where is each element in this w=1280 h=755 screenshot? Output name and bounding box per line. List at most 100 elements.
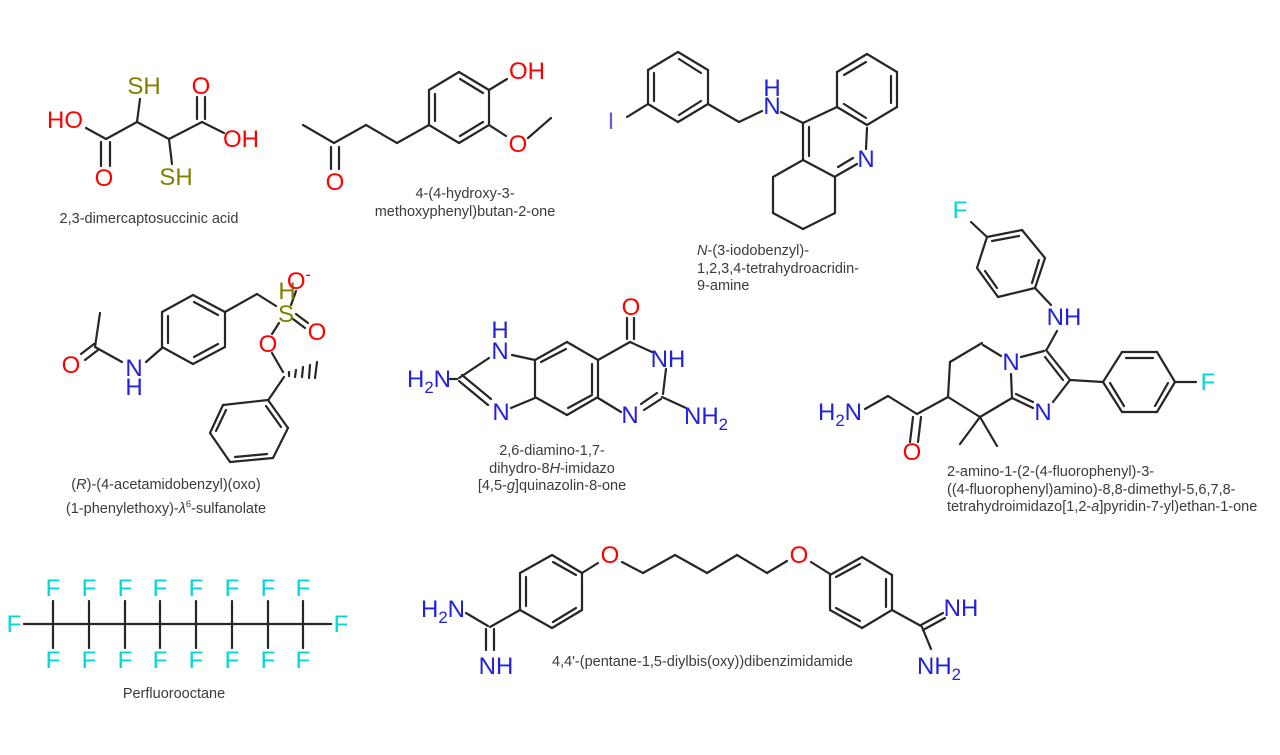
bond	[946, 360, 952, 399]
bond	[842, 102, 868, 120]
bond	[863, 394, 890, 411]
bond	[460, 373, 493, 401]
bond	[313, 360, 319, 380]
bond	[526, 116, 553, 140]
bond	[93, 345, 124, 364]
bond	[509, 396, 537, 410]
bond	[676, 102, 710, 124]
caption-iodobenzyl-tacrine: N-(3-iodobenzyl)-1,2,3,4-tetrahydroacrid…	[697, 243, 859, 294]
bond	[307, 363, 312, 380]
bond	[300, 365, 305, 379]
bond	[828, 555, 864, 577]
atom-label-fluorine: F	[1201, 369, 1216, 396]
bond	[271, 426, 290, 460]
bond	[518, 553, 554, 575]
bond	[135, 120, 171, 141]
bond	[1044, 348, 1072, 382]
bond	[267, 375, 286, 401]
caption-imidazoquinazolinone: 2,6-diamino-1,7-dihydro-8H-imidazo[4,5-g…	[477, 443, 627, 494]
atom-label-fluorine: F	[261, 575, 276, 602]
bond	[1033, 256, 1047, 290]
bond	[975, 266, 1000, 299]
bond	[550, 608, 584, 630]
bond	[771, 211, 805, 231]
bond	[771, 158, 805, 179]
atom-label-fluorine: F	[225, 575, 240, 602]
atom-label-carbonyl-O: O	[622, 294, 641, 321]
atom-label-fluorine: F	[189, 647, 204, 674]
atom-label-amino-NH2: NH2	[684, 403, 728, 434]
bond	[533, 340, 569, 362]
bond	[167, 120, 204, 141]
atom-label-fluorine: F	[334, 611, 349, 638]
bond	[642, 397, 663, 412]
bond	[737, 109, 764, 124]
bond	[464, 611, 490, 628]
bond	[539, 347, 568, 364]
atom-label-sulfur-H: H	[278, 278, 295, 305]
bond	[985, 228, 1024, 239]
bond	[886, 394, 919, 416]
atom-label-imidazole-NH-H: H	[491, 317, 508, 344]
bond	[919, 611, 945, 627]
bond	[990, 234, 1021, 243]
bond	[865, 105, 899, 127]
bond	[625, 102, 650, 119]
atom-label-amine-NH: NH	[1047, 304, 1082, 331]
bond	[264, 404, 283, 429]
atom-label-fluorine: F	[261, 647, 276, 674]
atom-label-oxide-O-minus: O-	[287, 265, 311, 295]
bond	[735, 553, 769, 575]
bond	[1043, 355, 1065, 382]
bond	[646, 102, 680, 124]
bond	[266, 398, 290, 430]
bond	[214, 408, 228, 433]
bond	[628, 340, 654, 354]
bond	[958, 415, 982, 446]
bond	[834, 562, 862, 579]
atom-label-sulfonyl-O: O	[308, 319, 327, 346]
bond	[620, 560, 645, 575]
bond	[191, 345, 227, 366]
bond	[946, 395, 982, 419]
bond	[395, 123, 431, 145]
bond	[834, 606, 862, 623]
atom-label-amino-H2N: H2N	[818, 399, 862, 430]
bond	[533, 395, 569, 417]
atom-label-amide-N: N	[125, 355, 142, 382]
bond	[427, 70, 461, 92]
bond	[427, 123, 461, 145]
atom-label-amide-H: H	[125, 374, 142, 401]
bond	[208, 431, 232, 464]
bond	[293, 368, 298, 379]
atom-label-fluorine: F	[153, 575, 168, 602]
bond	[93, 311, 102, 349]
bond	[565, 340, 600, 362]
bond	[921, 616, 947, 632]
bond	[84, 126, 108, 141]
bond	[1033, 286, 1053, 307]
bond	[192, 300, 220, 317]
caption-fluorophenyl-imidazopyridine: 2-amino-1-(2-(4-fluorophenyl)-3-((4-fluo…	[947, 464, 1258, 515]
bond	[908, 415, 915, 444]
bond	[673, 553, 709, 575]
bond	[289, 289, 298, 307]
bond	[487, 77, 509, 92]
bond	[457, 70, 491, 92]
atom-label-fluorine: F	[225, 647, 240, 674]
atom-label-fluorine: F	[189, 575, 204, 602]
bond	[1009, 372, 1014, 400]
bond	[1020, 228, 1047, 260]
atom-label-amidine-H2N: H2N	[421, 596, 465, 627]
bond	[978, 415, 999, 448]
caption-dibenzimidamide: 4,4'-(pentane-1,5-diylbis(oxy))dibenzimi…	[552, 654, 853, 670]
bond	[144, 346, 164, 364]
bond	[860, 608, 894, 630]
atom-label-carbonyl-O: O	[192, 73, 211, 100]
bond	[1014, 392, 1035, 404]
bond	[646, 50, 680, 72]
